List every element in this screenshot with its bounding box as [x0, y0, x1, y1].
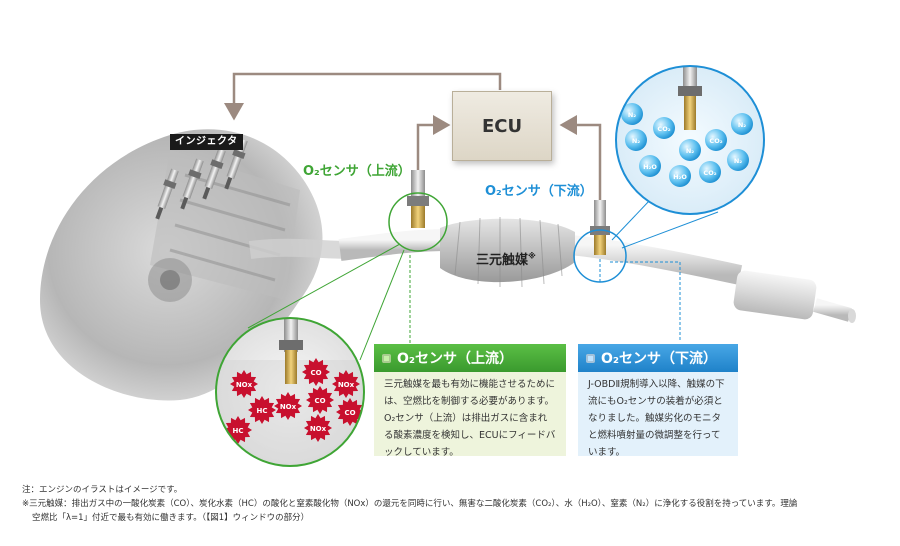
panel-downstream: O₂センサ（下流） J-OBDⅡ規制導入以降、触媒の下流にもO₂センサの装着が必…	[578, 344, 738, 458]
ecu-box: ECU	[452, 91, 552, 161]
zoom-connectors	[247, 199, 719, 361]
svg-text:N₂: N₂	[738, 121, 746, 129]
pollutant-molecule: CO	[336, 398, 364, 426]
svg-text:N₂: N₂	[734, 157, 742, 165]
svg-text:CO₂: CO₂	[709, 137, 722, 145]
clean-gas-molecule: N₂	[625, 129, 647, 151]
panel-upstream-title: O₂センサ（上流）	[397, 351, 514, 367]
pollutant-molecule: NOx	[304, 414, 332, 442]
svg-text:H₂O: H₂O	[673, 173, 687, 181]
svg-text:N₂: N₂	[632, 137, 640, 145]
note-line-3: 空燃比「λ=1」付近で最も有効に働きます。（【図1】ウィンドウの部分）	[32, 513, 310, 523]
o2-sensor-upstream-icon	[388, 170, 448, 252]
svg-text:HC: HC	[257, 407, 268, 415]
svg-text:HC: HC	[233, 427, 244, 435]
panel-downstream-header: O₂センサ（下流）	[578, 344, 738, 372]
feedback-arrows	[224, 72, 602, 200]
svg-text:NOx: NOx	[280, 403, 297, 411]
pollutant-molecule: CO	[306, 386, 334, 414]
pollutant-molecule: CO	[302, 358, 330, 386]
clean-gas-molecule: N₂	[679, 139, 701, 161]
pollutant-molecule: NOx	[230, 370, 258, 398]
catalyst-label: 三元触媒※	[476, 249, 536, 268]
svg-text:CO: CO	[314, 397, 325, 405]
panel-upstream-body: 三元触媒を最も有効に機能させるためには、空燃比を制御する必要があります。O₂セン…	[384, 379, 556, 458]
exhaust-pipe	[338, 229, 856, 323]
panel-upstream-header: O₂センサ（上流）	[374, 344, 566, 372]
panel-downstream-body: J-OBDⅡ規制導入以降、触媒の下流にもO₂センサの装着が必須となりました。触媒…	[588, 379, 725, 458]
svg-text:CO: CO	[344, 409, 355, 417]
svg-text:NOx: NOx	[310, 425, 327, 433]
svg-text:N₂: N₂	[686, 147, 694, 155]
clean-gas-molecule: H₂O	[639, 155, 661, 177]
note-line-1: 注：エンジンのイラストはイメージです。	[22, 485, 183, 495]
o2-upstream-label: O₂センサ（上流）	[303, 164, 411, 179]
svg-text:CO₂: CO₂	[657, 125, 670, 133]
panel-downstream-title: O₂センサ（下流）	[601, 351, 718, 367]
svg-text:H₂O: H₂O	[643, 163, 657, 171]
zoom-downstream: N₂ CO₂ N₂ CO₂ N₂ H₂O CO₂ N₂ H₂O N₂	[615, 65, 765, 215]
injector-label: インジェクタ	[170, 134, 243, 150]
svg-text:NOx: NOx	[338, 381, 355, 389]
clean-gas-molecule: CO₂	[699, 161, 721, 183]
footnotes: 注：エンジンのイラストはイメージです。 ※三元触媒：排出ガス中の一酸化炭素（CO…	[22, 483, 892, 525]
catalyst-footnote-mark: ※	[528, 251, 536, 261]
pollutant-molecule: NOx	[274, 392, 302, 420]
catalyst-label-text: 三元触媒	[476, 253, 529, 268]
clean-gas-molecule: H₂O	[669, 165, 691, 187]
clean-gas-molecule: CO₂	[653, 117, 675, 139]
pollutant-molecule: HC	[248, 396, 276, 424]
injector-icons	[155, 138, 248, 220]
pollutant-molecule: NOx	[332, 370, 360, 398]
svg-text:N₂: N₂	[628, 111, 636, 119]
catalyst-converter	[440, 217, 575, 288]
clean-gas-molecule: N₂	[621, 103, 643, 125]
panel-upstream: O₂センサ（上流） 三元触媒を最も有効に機能させるためには、空燃比を制御する必要…	[374, 344, 566, 458]
svg-text:NOx: NOx	[236, 381, 253, 389]
note-line-2: ※三元触媒：排出ガス中の一酸化炭素（CO）、炭化水素（HC）の酸化と窒素酸化物（…	[22, 499, 798, 509]
clean-gas-molecule: N₂	[731, 113, 753, 135]
svg-text:CO₂: CO₂	[703, 169, 716, 177]
square-bullet-icon	[586, 353, 595, 363]
svg-text:CO: CO	[310, 369, 321, 377]
o2-downstream-label: O₂センサ（下流）	[485, 184, 593, 199]
clean-gas-molecule: CO₂	[705, 129, 727, 151]
clean-gas-molecule: N₂	[727, 149, 749, 171]
square-bullet-icon	[382, 353, 391, 363]
